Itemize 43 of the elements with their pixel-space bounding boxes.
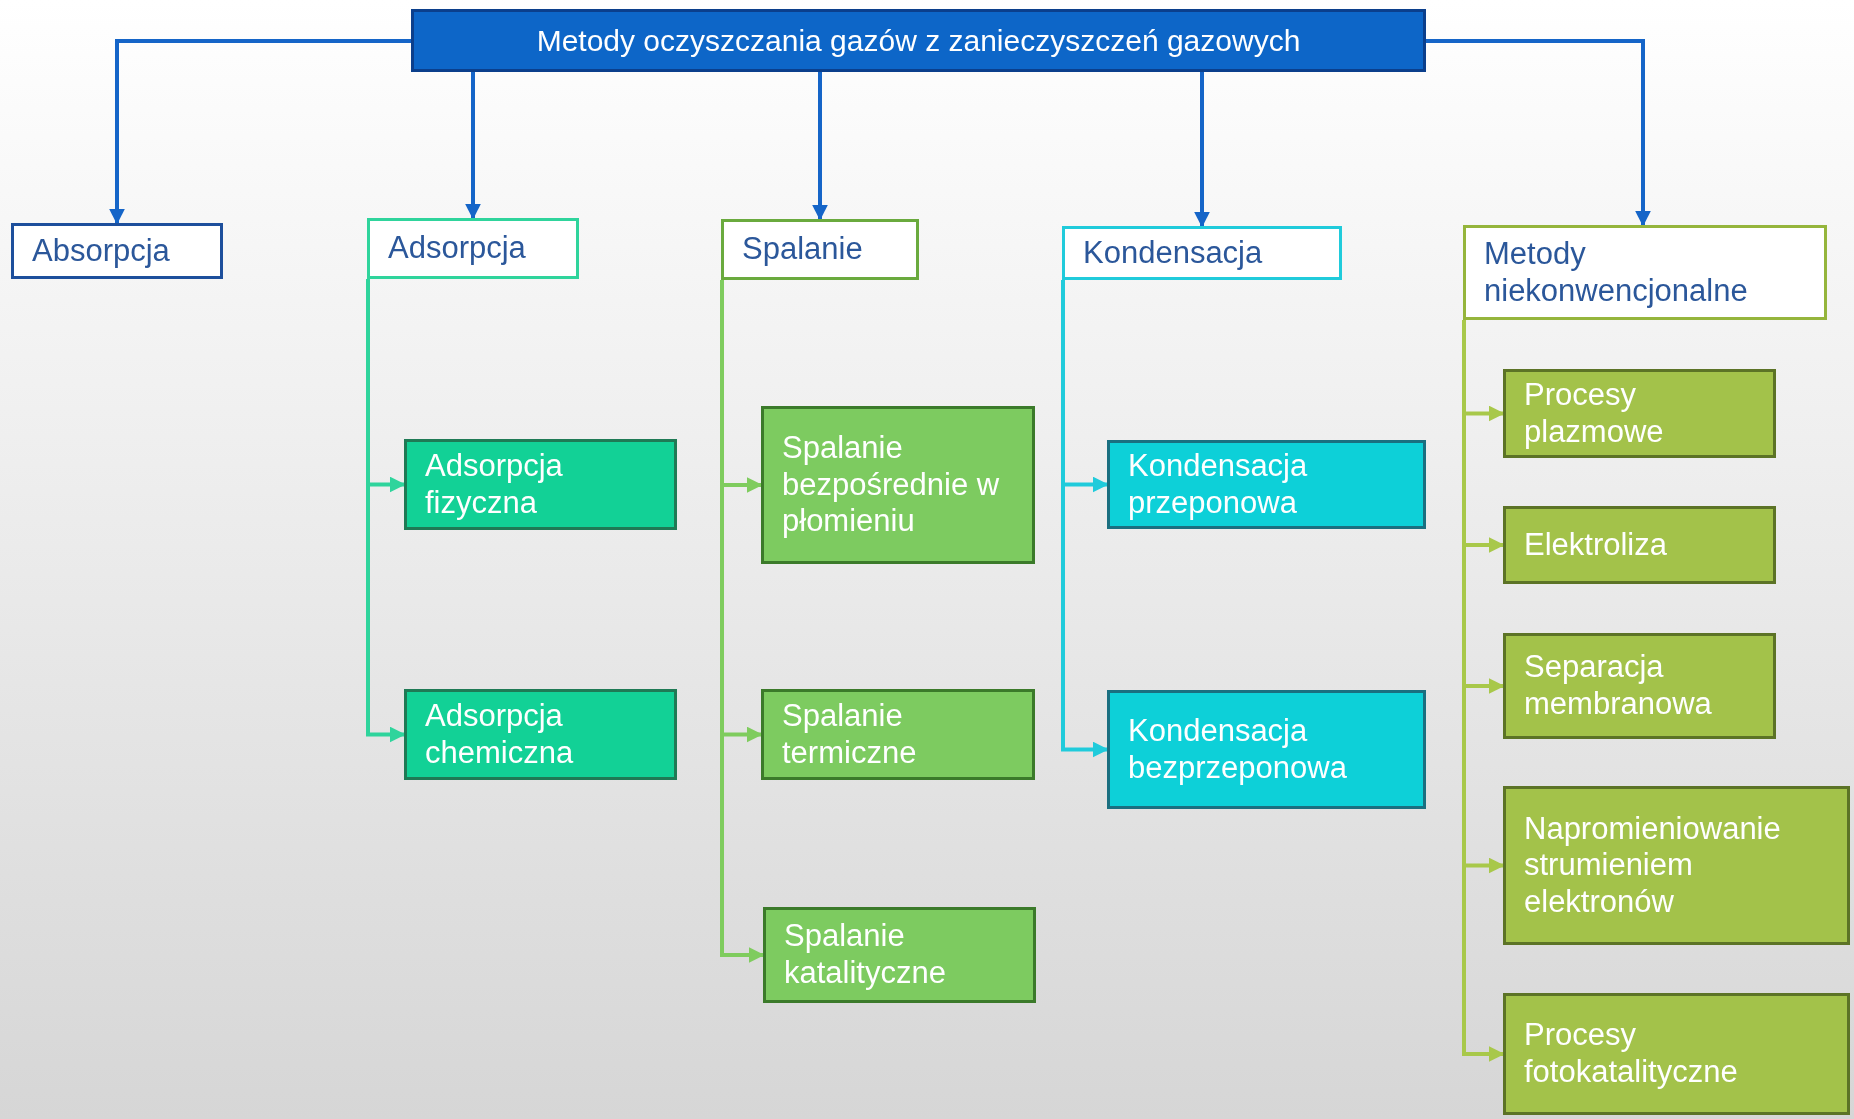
connector-arrow <box>109 39 411 225</box>
method-box <box>1503 633 1776 739</box>
category-box <box>1062 226 1342 280</box>
node-label: Adsorpcja fizyczna <box>425 447 564 522</box>
node-label: Procesy fotokatalityczne <box>1524 1017 1739 1091</box>
method-box <box>404 439 677 530</box>
node-label: Spalanie katalityczne <box>784 918 947 992</box>
node-label: Elektroliza <box>1524 526 1667 564</box>
connector-arrow <box>812 72 828 221</box>
method-box <box>763 907 1036 1003</box>
method-box <box>1503 369 1776 458</box>
node-label: Kondensacja <box>1083 234 1263 272</box>
connector-arrow <box>1061 280 1109 758</box>
category-box <box>1463 225 1827 320</box>
node-label: Adsorpcja chemiczna <box>425 697 575 772</box>
method-box <box>761 406 1035 564</box>
method-box <box>1107 440 1426 529</box>
node-label: Separacja membranowa <box>1524 649 1713 723</box>
connector-arrow <box>366 279 406 743</box>
connector-arrow <box>1426 39 1651 227</box>
category-box <box>11 223 223 279</box>
node-label: Spalanie bezpośrednie w płomieniu <box>782 430 1001 540</box>
category-box <box>721 219 919 280</box>
method-box <box>404 689 677 780</box>
category-box <box>367 218 579 279</box>
node-label: Kondensacja przeponowa <box>1128 447 1309 522</box>
node-label: Spalanie <box>742 231 863 268</box>
node-label: Procesy plazmowe <box>1524 376 1665 451</box>
method-box <box>1503 993 1850 1115</box>
node-label: Adsorpcja <box>388 230 526 267</box>
node-label: Metody niekonwencjonalne <box>1484 235 1749 310</box>
method-box <box>1503 786 1850 945</box>
node-label: Kondensacja bezprzeponowa <box>1128 712 1348 787</box>
node-label: Napromieniowanie strumieniem elektronów <box>1524 810 1782 921</box>
node-label: Absorpcja <box>32 232 170 270</box>
method-box <box>1107 690 1426 809</box>
title-box <box>411 9 1426 72</box>
method-box <box>761 689 1035 780</box>
method-box <box>1503 506 1776 584</box>
connector-arrow <box>465 72 481 220</box>
connector-arrow <box>1194 72 1210 228</box>
node-label: Metody oczyszczania gazów z zanieczyszczeń gazowych <box>536 22 1301 59</box>
node-label: Spalanie termiczne <box>782 697 918 772</box>
